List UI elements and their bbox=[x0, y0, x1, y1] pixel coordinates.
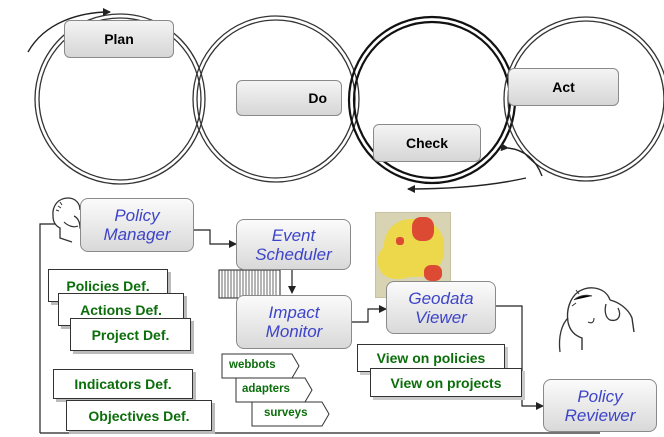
feedback-arrow bbox=[407, 177, 527, 193]
do-label: Do bbox=[236, 80, 342, 116]
view-on-projects-box: View on projects bbox=[370, 368, 522, 397]
act-label: Act bbox=[508, 68, 619, 106]
manager-to-scheduler-arrow bbox=[194, 229, 237, 248]
act-return-arrow bbox=[500, 143, 543, 177]
event-scheduler-line1: Event bbox=[271, 225, 316, 245]
geodata-viewer-line1: Geodata bbox=[408, 288, 474, 308]
adapters-tag-shape bbox=[235, 377, 313, 403]
policy-manager-line2: Manager bbox=[103, 225, 171, 244]
view-on-policies-box: View on policies bbox=[357, 344, 505, 372]
event-scheduler-box: Event Scheduler bbox=[236, 219, 351, 270]
plan-label: Plan bbox=[64, 20, 174, 58]
viewer-to-reviewer-arrow bbox=[496, 305, 544, 410]
project-def-box: Project Def. bbox=[70, 318, 191, 351]
webbots-tag: webbots bbox=[229, 359, 276, 371]
geodata-viewer-line2: Viewer bbox=[415, 307, 467, 327]
policy-reviewer-line1: Policy bbox=[577, 386, 623, 406]
check-label: Check bbox=[373, 124, 481, 162]
reviewer-figure bbox=[558, 287, 635, 353]
left-bracket-line bbox=[39, 223, 55, 433]
event-queue-band bbox=[218, 269, 281, 299]
plan-circle bbox=[34, 13, 206, 185]
event-scheduler-line2: Scheduler bbox=[255, 244, 332, 264]
webbots-tag-shape bbox=[221, 353, 300, 379]
objectives-def-box: Objectives Def. bbox=[66, 400, 212, 431]
policy-reviewer-box: Policy Reviewer bbox=[543, 379, 657, 432]
policy-reviewer-line2: Reviewer bbox=[564, 405, 636, 425]
geodata-viewer-box: Geodata Viewer bbox=[386, 281, 496, 334]
policy-manager-box: Policy Manager bbox=[80, 198, 194, 252]
impact-monitor-box: Impact Monitor bbox=[236, 295, 352, 349]
policy-maker-figure bbox=[52, 197, 85, 243]
indicators-def-box: Indicators Def. bbox=[53, 369, 193, 399]
adapters-tag: adapters bbox=[242, 383, 290, 395]
policy-manager-line1: Policy bbox=[114, 206, 160, 225]
impact-monitor-line2: Monitor bbox=[265, 322, 323, 341]
surveys-tag-shape bbox=[251, 401, 330, 427]
plan-start-arrow bbox=[27, 8, 111, 53]
surveys-tag: surveys bbox=[264, 407, 308, 419]
impact-monitor-line1: Impact bbox=[268, 303, 320, 322]
monitor-to-viewer-arrow bbox=[352, 305, 387, 323]
